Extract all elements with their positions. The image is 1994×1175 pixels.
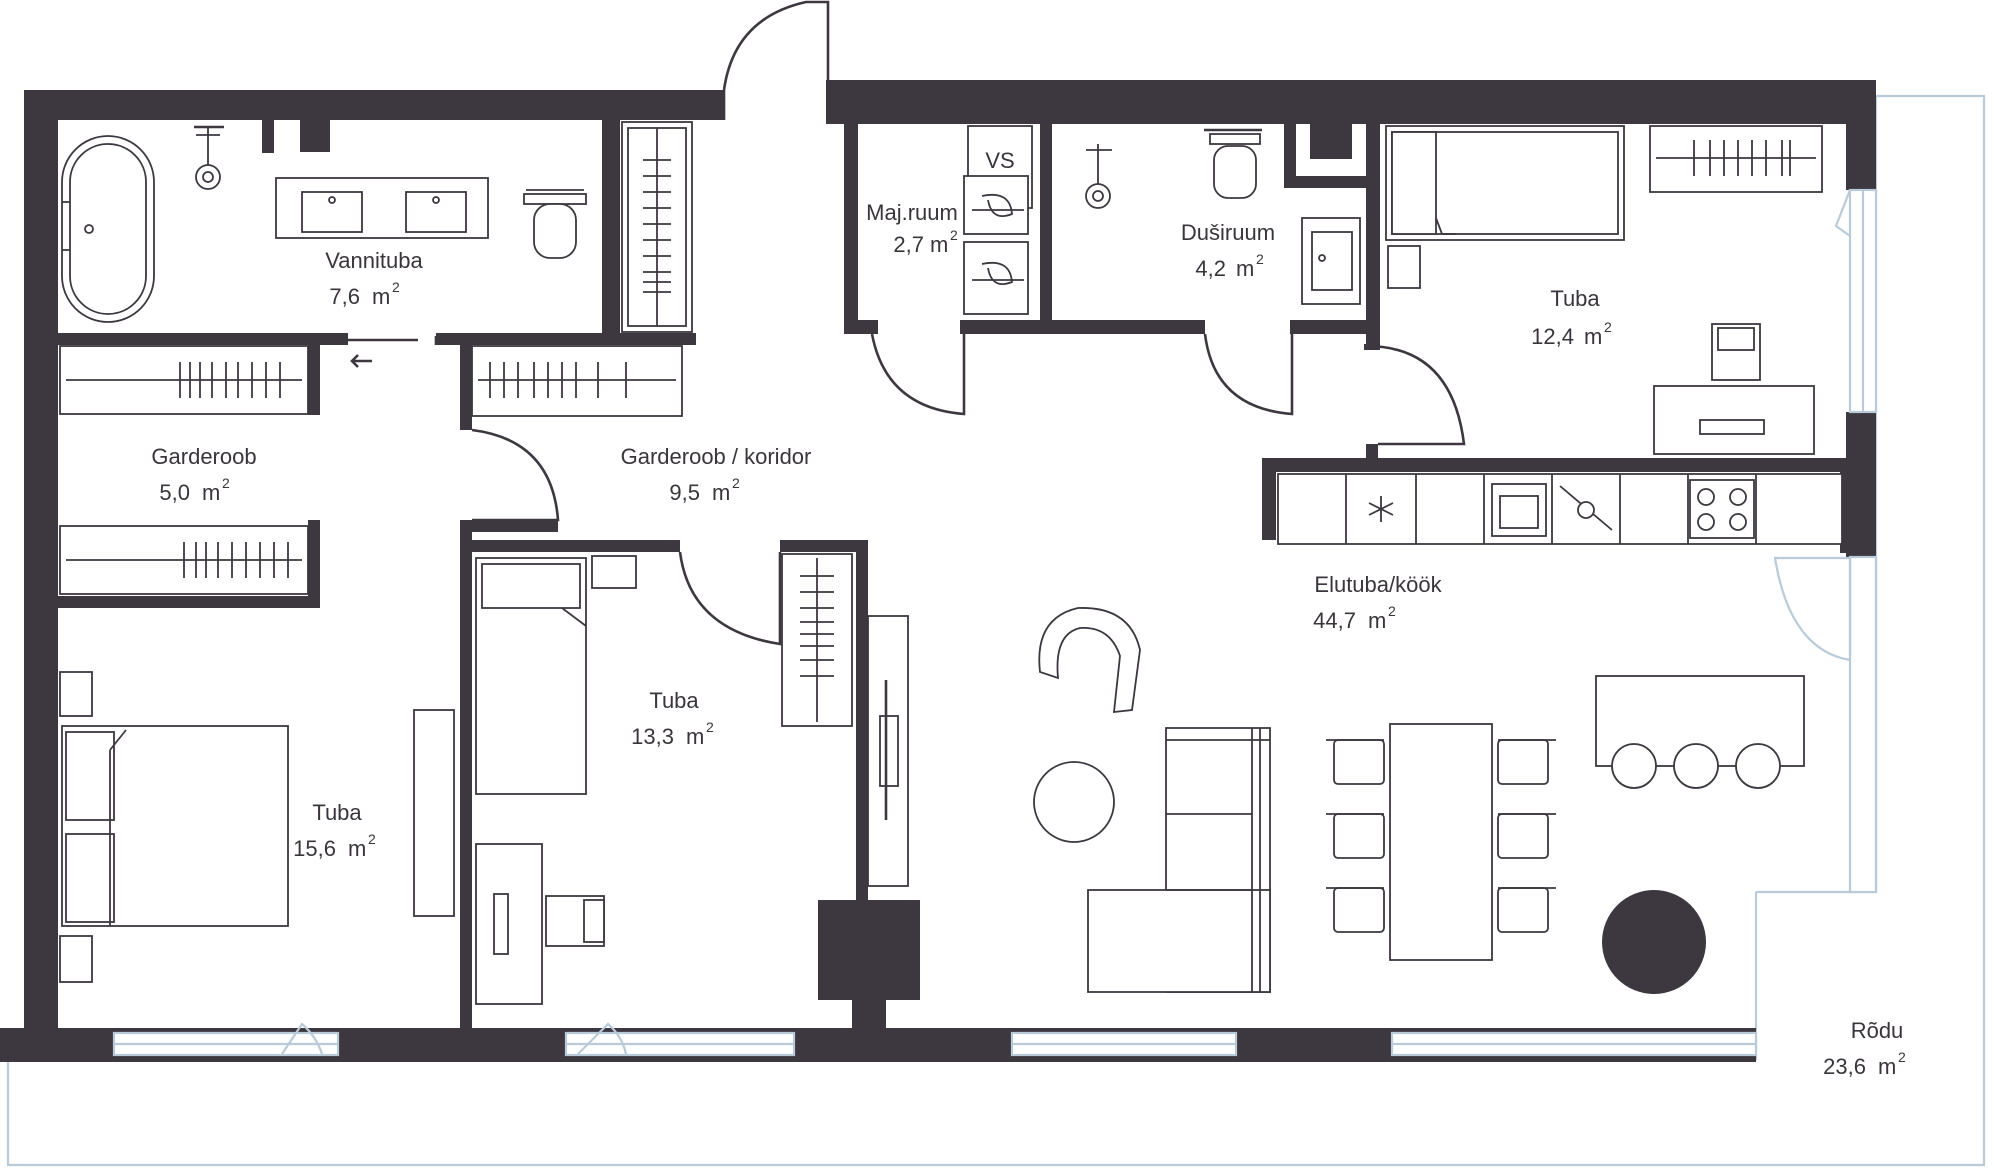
bed-tuba-ne <box>1385 125 1625 241</box>
shower-head-dusiruum <box>1085 144 1112 209</box>
room-exp: 2 <box>222 475 230 491</box>
laundry-stack: VS <box>963 125 1033 315</box>
snowflake-icon <box>1368 496 1394 522</box>
room-area: 2,7 <box>893 232 924 257</box>
dining-table <box>1326 723 1556 961</box>
label-koridor: Garderoob / koridor 9,5 m 2 <box>621 444 812 505</box>
arrow-left-icon <box>350 354 372 368</box>
room-area: 12,4 <box>1531 324 1574 349</box>
sink-dusiruum <box>1301 217 1361 305</box>
bathtub <box>61 135 155 323</box>
label-elutuba: Elutuba/köök 44,7 m 2 <box>1313 572 1442 633</box>
wardrobe-garderoob-lower <box>59 525 309 595</box>
room-exp: 2 <box>1898 1049 1906 1065</box>
room-name: Rõdu <box>1851 1018 1904 1043</box>
nightstands-tuba-sw <box>59 671 93 983</box>
room-unit: m <box>686 724 704 749</box>
label-majruum: Maj.ruum 2,7 m 2 <box>866 200 958 257</box>
room-unit: m <box>202 480 220 505</box>
room-unit: m <box>1878 1054 1896 1079</box>
room-exp: 2 <box>1604 319 1612 335</box>
laundry-label: VS <box>985 148 1014 173</box>
label-rodu: Rõdu 23,6 m 2 <box>1823 1018 1906 1079</box>
room-unit: m <box>348 836 366 861</box>
shower-head <box>194 125 224 190</box>
room-exp: 2 <box>1256 251 1264 267</box>
wardrobe-garderoob-upper <box>59 345 309 415</box>
round-side-table <box>1033 761 1115 843</box>
room-name: Vannituba <box>325 248 423 273</box>
room-name: Tuba <box>649 688 699 713</box>
wardrobe-hall-top <box>621 121 693 333</box>
bed-tuba-sw <box>61 725 289 927</box>
nightstand-tuba-ne <box>1387 245 1421 289</box>
room-exp: 2 <box>706 719 714 735</box>
wardrobe-tuba-ne <box>1649 125 1823 193</box>
toilet-wc <box>523 189 587 259</box>
room-unit: m <box>1368 608 1386 633</box>
sofa <box>1087 727 1271 993</box>
wardrobe-tuba-sw <box>413 709 455 917</box>
wardrobe-living <box>781 553 853 727</box>
room-area: 7,6 <box>329 284 360 309</box>
label-garderoob: Garderoob 5,0 m 2 <box>151 444 256 505</box>
room-area: 5,0 <box>159 480 190 505</box>
room-exp: 2 <box>1388 603 1396 619</box>
label-vannituba: Vannituba 7,6 m 2 <box>325 248 423 309</box>
desk-tuba-ne <box>1653 323 1815 455</box>
label-tuba-ne: Tuba 12,4 m 2 <box>1531 286 1612 349</box>
doors <box>348 0 1466 646</box>
tv-cabinet <box>867 615 909 887</box>
kitchen-island <box>1595 675 1805 789</box>
round-rug <box>1602 890 1706 994</box>
room-area: 4,2 <box>1195 256 1226 281</box>
room-name: Maj.ruum <box>866 200 958 225</box>
kitchen-counter <box>1277 473 1843 545</box>
room-unit: m <box>1584 324 1602 349</box>
armchair <box>1038 607 1141 714</box>
label-tuba-mid: Tuba 13,3 m 2 <box>631 688 714 749</box>
room-unit: m <box>712 480 730 505</box>
room-area: 15,6 <box>293 836 336 861</box>
label-tuba-sw: Tuba 15,6 m 2 <box>293 800 376 861</box>
room-area: 13,3 <box>631 724 674 749</box>
room-area: 23,6 <box>1823 1054 1866 1079</box>
room-name: Elutuba/köök <box>1314 572 1442 597</box>
room-unit: m <box>372 284 390 309</box>
room-name: Duširuum <box>1181 220 1275 245</box>
room-name: Tuba <box>1550 286 1600 311</box>
room-exp: 2 <box>950 227 958 243</box>
desk-tuba-mid <box>475 843 605 1005</box>
bed-tuba-mid <box>475 557 587 795</box>
room-area: 44,7 <box>1313 608 1356 633</box>
label-dusiruum: Duširuum 4,2 m 2 <box>1181 220 1275 281</box>
room-unit: m <box>1236 256 1254 281</box>
windows <box>112 188 1878 1057</box>
room-exp: 2 <box>392 279 400 295</box>
room-name: Tuba <box>312 800 362 825</box>
toilet-dusiruum <box>1204 128 1262 199</box>
room-name: Garderoob / koridor <box>621 444 812 469</box>
room-exp: 2 <box>732 475 740 491</box>
nightstand-tuba-mid <box>591 555 637 589</box>
room-unit: m <box>930 232 948 257</box>
wardrobe-corridor <box>471 345 683 417</box>
double-sink <box>275 177 489 239</box>
room-name: Garderoob <box>151 444 256 469</box>
room-exp: 2 <box>368 831 376 847</box>
room-area: 9,5 <box>669 480 700 505</box>
